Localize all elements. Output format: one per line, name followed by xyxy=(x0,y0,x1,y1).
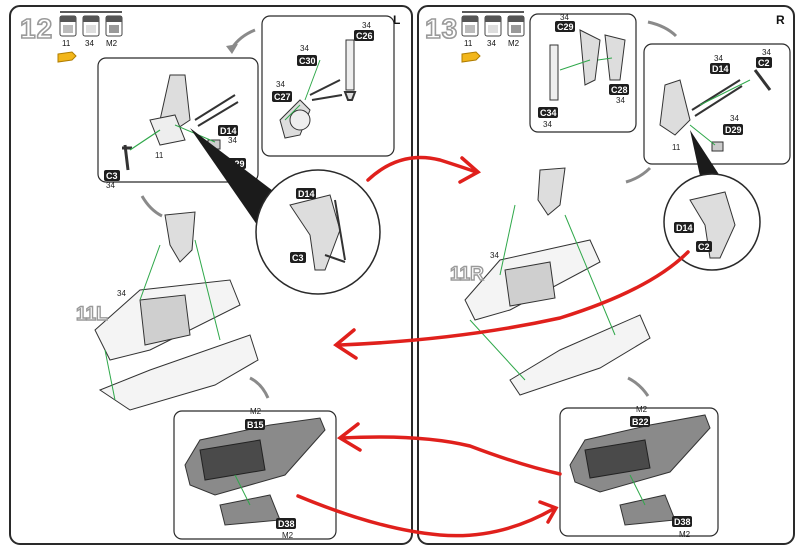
paint-pot-icon xyxy=(507,15,525,37)
paint-ref: M2 xyxy=(636,405,648,414)
paint-pot-icon xyxy=(82,15,100,37)
curve-arrow-icon xyxy=(249,376,270,399)
glue-tube-icon xyxy=(57,51,77,63)
red-arrowhead xyxy=(458,156,482,184)
part-label: C3 xyxy=(106,171,118,181)
step-12-side: L xyxy=(393,13,400,27)
step-13-paints: 11 34 M2 xyxy=(461,11,525,63)
paint-ref: 34 xyxy=(300,44,309,53)
paint-code: 11 xyxy=(464,39,473,48)
step-13-number: 13 xyxy=(425,13,458,44)
paint-ref: 34 xyxy=(730,114,739,123)
part-label: C28 xyxy=(611,85,628,95)
part-label: B15 xyxy=(247,420,264,430)
paint-ref: 34 xyxy=(762,48,771,57)
paint-ref: 34 xyxy=(714,54,723,63)
step-13-main-box xyxy=(643,43,791,165)
curve-arrow-icon xyxy=(625,166,652,184)
step-12-paints: 11 34 M2 xyxy=(57,11,123,63)
paint-ref: 34 xyxy=(106,181,115,190)
part-label: C34 xyxy=(540,108,557,118)
part-label: D29 xyxy=(725,125,742,135)
paint-ref: 11 xyxy=(672,143,681,152)
part-label: C3 xyxy=(292,253,304,263)
paint-code: M2 xyxy=(106,39,118,48)
curve-arrow-icon xyxy=(647,20,678,38)
red-arrowhead xyxy=(333,328,358,360)
red-arrowhead xyxy=(538,500,559,524)
red-arrowhead xyxy=(336,422,362,452)
paint-code: 34 xyxy=(487,39,496,48)
paint-pot-icon xyxy=(461,15,479,37)
cockpit-section-icon xyxy=(184,417,326,526)
paint-ref: M2 xyxy=(282,531,294,540)
strut-assembly-icon xyxy=(279,39,357,139)
fuselage-label: 11L xyxy=(76,304,108,325)
glue-tube-icon xyxy=(461,51,481,63)
paint-ref: 34 xyxy=(616,96,625,105)
paint-pot-icon xyxy=(484,15,502,37)
red-arrow xyxy=(366,155,478,182)
paint-ref: M2 xyxy=(679,530,691,539)
curve-arrow-icon xyxy=(627,376,650,397)
part-label: D38 xyxy=(278,519,295,529)
paint-ref: M2 xyxy=(250,407,262,416)
paint-pot-icon xyxy=(105,15,123,37)
fuselage-half-right xyxy=(464,167,651,396)
part-label: C2 xyxy=(758,58,770,68)
step-12-number: 12 xyxy=(20,13,53,44)
red-arrow xyxy=(338,250,690,347)
part-label: D14 xyxy=(298,189,315,199)
paint-ref: 34 xyxy=(362,21,371,30)
red-annotation-arrows xyxy=(296,155,690,538)
paint-ref: 34 xyxy=(560,13,569,22)
red-arrow xyxy=(340,435,562,476)
part-label: B22 xyxy=(632,417,649,427)
paint-code: 11 xyxy=(62,39,71,48)
landing-gear-leg-icon xyxy=(659,69,772,152)
paint-ref: 34 xyxy=(490,251,499,260)
part-label: C27 xyxy=(274,92,291,102)
part-label: C26 xyxy=(356,31,373,41)
part-label: D38 xyxy=(674,517,691,527)
part-label: D14 xyxy=(712,64,729,74)
paint-ref: 34 xyxy=(276,80,285,89)
paint-ref: 34 xyxy=(117,289,126,298)
paint-code: 34 xyxy=(85,39,94,48)
cockpit-section-icon xyxy=(569,414,711,526)
strut-assembly-icon xyxy=(549,29,626,101)
paint-ref: 34 xyxy=(543,120,552,129)
paint-ref: 11 xyxy=(155,151,164,160)
curve-arrow-icon xyxy=(140,195,163,218)
zoom-leg-icon xyxy=(289,194,346,271)
paint-ref: 34 xyxy=(228,136,237,145)
landing-gear-leg-icon xyxy=(122,74,239,171)
part-label: C30 xyxy=(299,56,316,66)
red-arrow xyxy=(296,494,557,538)
zoom-leg-icon xyxy=(689,191,736,259)
paint-code: M2 xyxy=(508,39,520,48)
paint-pot-icon xyxy=(59,15,77,37)
fuselage-label: 11R xyxy=(450,264,484,285)
zoom-pointer xyxy=(690,130,720,176)
part-label: C2 xyxy=(698,242,710,252)
part-label: D14 xyxy=(676,223,693,233)
step-13-side: R xyxy=(776,13,785,27)
part-label: C29 xyxy=(557,22,574,32)
fuselage-half-left xyxy=(94,211,259,411)
part-label: D14 xyxy=(220,126,237,136)
